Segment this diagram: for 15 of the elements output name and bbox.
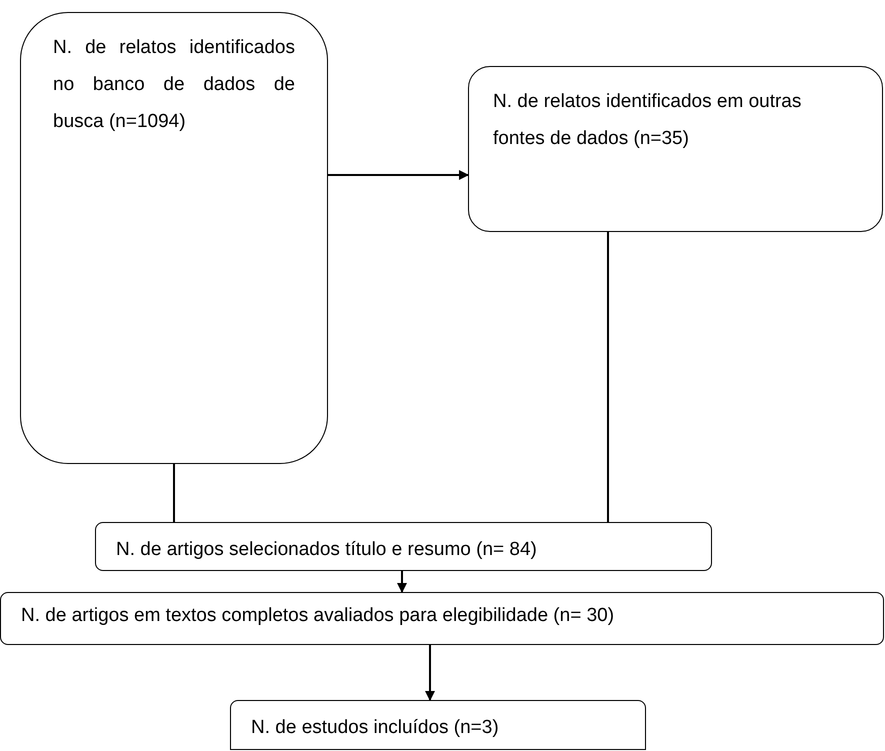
arrow	[397, 571, 407, 593]
process-box	[95, 522, 712, 571]
arrow	[425, 645, 435, 701]
process-box	[230, 700, 646, 750]
box-text: N. de estudos incluídos (n=3)	[251, 716, 500, 740]
box-text: N. de artigos selecionados título e resumo (n= 84)	[116, 538, 538, 562]
process-box	[468, 66, 883, 232]
connector-line	[173, 464, 175, 522]
process-box	[20, 12, 328, 464]
box-text: N. de artigos em textos completos avaliados para elegibilidade (n= 30)	[21, 604, 616, 628]
box-text: N. de relatos identificados em outras fontes de dados (n=35)	[493, 90, 802, 151]
process-box	[0, 592, 884, 645]
connector-line	[607, 232, 609, 522]
box-text: N. de relatos identificados no banco de dados de busca (n=1094)	[53, 36, 295, 134]
arrow	[328, 170, 469, 180]
